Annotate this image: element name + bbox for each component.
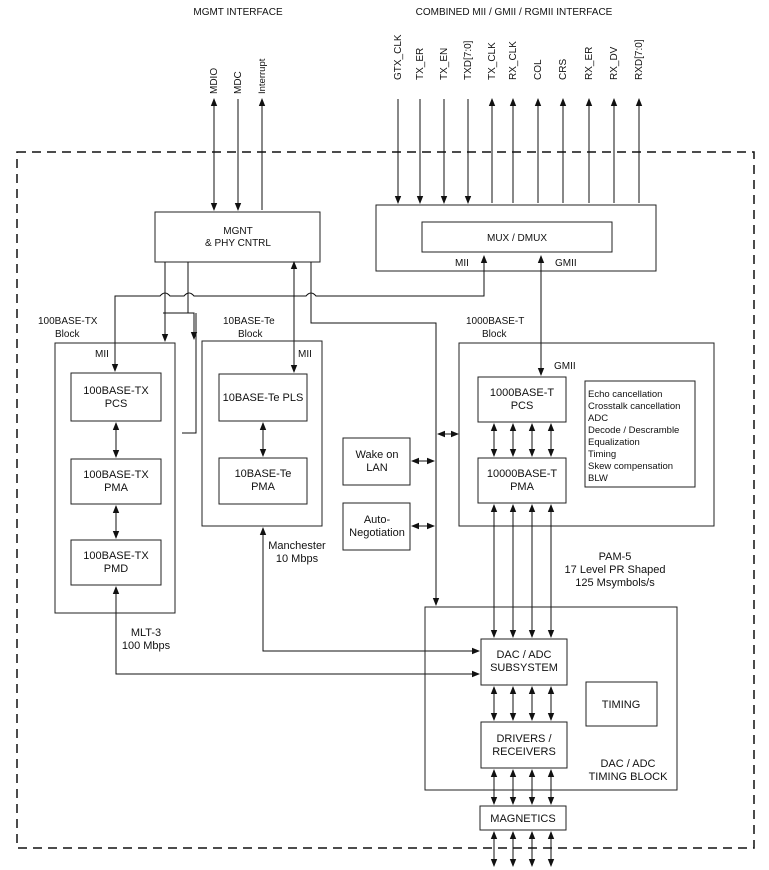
pcs-1000t-l1: 1000BASE-T xyxy=(490,387,554,399)
phy-cntrl-label: & PHY CNTRL xyxy=(205,238,271,249)
block-1000t-title: 1000BASE-T xyxy=(466,316,524,327)
wake-on-lan-box xyxy=(342,437,411,486)
pma-10te-box xyxy=(218,457,308,505)
pma-10te-l1: 10BASE-Te xyxy=(235,468,292,480)
wake-on-lan-l1: Wake on xyxy=(355,449,398,461)
dac-adc-l1: DAC / ADC xyxy=(496,649,551,661)
pcs-100tx-l1: 100BASE-TX xyxy=(83,385,149,397)
tx-en-label: TX_EN xyxy=(439,48,450,80)
pam5-lines xyxy=(490,504,555,638)
gtx-clk-label: GTX_CLK xyxy=(393,34,404,80)
rx-dv-label: RX_DV xyxy=(609,46,620,80)
feature-crosstalk: Crosstalk cancellation xyxy=(588,401,680,412)
tx-clk-label: TX_CLK xyxy=(487,42,498,80)
timing-label: TIMING xyxy=(602,699,641,711)
pcs-100tx-box xyxy=(70,372,162,422)
rxd-label: RXD[7:0] xyxy=(634,39,645,80)
block-1000t-gmii: GMII xyxy=(554,361,576,372)
mlt3-label: MLT-3 xyxy=(131,627,161,639)
pls-10te-label: 10BASE-Te PLS xyxy=(223,392,304,404)
pmd-100tx-l1: 100BASE-TX xyxy=(83,550,149,562)
mux-dmux-label: MUX / DMUX xyxy=(487,233,547,244)
pam5-shaped-label: 17 Level PR Shaped xyxy=(565,564,666,576)
mux-gmii-label: GMII xyxy=(555,258,577,269)
pmd-100tx-box xyxy=(70,539,162,586)
magnetics-box xyxy=(479,805,567,831)
block-1000t xyxy=(458,342,715,527)
mgnt-label: MGNT xyxy=(223,226,252,237)
mdc-label: MDC xyxy=(233,71,244,94)
mlt3-rate-label: 100 Mbps xyxy=(122,640,171,652)
wake-on-lan-l2: LAN xyxy=(366,462,387,474)
mux-dmux-box xyxy=(421,221,613,253)
feature-blw: BLW xyxy=(588,473,608,484)
feature-decode: Decode / Descramble xyxy=(588,425,679,436)
pma-10te-l2: PMA xyxy=(251,481,276,493)
internal-bus-lines xyxy=(111,255,545,606)
block-10te-mii: MII xyxy=(298,349,312,360)
mdio-label: MDIO xyxy=(209,68,220,94)
drivers-l1: DRIVERS / xyxy=(496,733,552,745)
pma-100tx-box xyxy=(70,458,162,505)
combined-interface-header: COMBINED MII / GMII / RGMII INTERFACE xyxy=(416,7,613,18)
pma-100tx-l1: 100BASE-TX xyxy=(83,469,149,481)
pcs-100tx-l2: PCS xyxy=(105,398,128,410)
pma-100tx-l2: PMA xyxy=(104,482,129,494)
mux-mii-label: MII xyxy=(455,258,469,269)
chip-boundary xyxy=(16,151,755,849)
dac-adc-l2: SUBSYSTEM xyxy=(490,662,558,674)
crs-label: CRS xyxy=(558,59,569,80)
rx-er-label: RX_ER xyxy=(584,47,595,80)
auto-negotiation-l1: Auto- xyxy=(364,514,391,526)
feature-timing: Timing xyxy=(588,449,616,460)
block-10te xyxy=(201,340,323,527)
feature-adc: ADC xyxy=(588,413,608,424)
feature-skew: Skew compensation xyxy=(588,461,673,472)
dac-drivers-links xyxy=(490,686,555,721)
timing-box xyxy=(585,681,658,727)
mgmt-interface-header: MGMT INTERFACE xyxy=(193,7,283,18)
txd-label: TXD[7:0] xyxy=(463,40,474,80)
block-10te-subtitle: Block xyxy=(238,329,263,340)
pmd-100tx-l2: PMD xyxy=(104,563,129,575)
pcs-1000t-l2: PCS xyxy=(511,400,534,412)
pam5-label: PAM-5 xyxy=(599,551,632,563)
mgnt-phy-cntrl-box xyxy=(154,211,321,263)
pma-1000t-box xyxy=(477,457,567,504)
dsp-features-box xyxy=(584,380,696,488)
dac-timing-title: DAC / ADC xyxy=(600,758,655,770)
dac-adc-subsystem-box xyxy=(480,638,568,686)
mlt3-line xyxy=(112,586,480,678)
pcs-pma-1000t-links xyxy=(490,423,555,457)
rx-clk-label: RX_CLK xyxy=(508,41,519,80)
dac-timing-subtitle: TIMING BLOCK xyxy=(589,771,669,783)
manchester-rate-label: 10 Mbps xyxy=(276,553,319,565)
manchester-label: Manchester xyxy=(268,540,326,552)
pam5-rate-label: 125 Msymbols/s xyxy=(575,577,655,589)
tx-er-label: TX_ER xyxy=(415,48,426,80)
auto-negotiation-l2: Negotiation xyxy=(349,527,405,539)
combined-signal-lines xyxy=(394,98,643,204)
pma-1000t-l2: PMA xyxy=(510,481,535,493)
pma-1000t-l1: 10000BASE-T xyxy=(487,468,558,480)
block-1000t-subtitle: Block xyxy=(482,329,507,340)
interrupt-label: Interrupt xyxy=(257,58,268,94)
drivers-magnetics-links xyxy=(490,769,555,805)
magnetics-output-links xyxy=(490,831,555,867)
pcs-1000t-box xyxy=(477,376,567,423)
magnetics-label: MAGNETICS xyxy=(490,813,555,825)
block-100tx-mii: MII xyxy=(95,349,109,360)
feature-equalization: Equalization xyxy=(588,437,640,448)
block-10te-title: 10BASE-Te xyxy=(223,316,275,327)
drivers-receivers-box xyxy=(480,721,568,769)
block-100tx-subtitle: Block xyxy=(55,329,80,340)
block-100tx-title: 100BASE-TX xyxy=(38,316,98,327)
pls-10te-box xyxy=(218,373,308,422)
feature-echo: Echo cancellation xyxy=(588,389,662,400)
col-label: COL xyxy=(533,59,544,80)
drivers-l2: RECEIVERS xyxy=(492,746,556,758)
